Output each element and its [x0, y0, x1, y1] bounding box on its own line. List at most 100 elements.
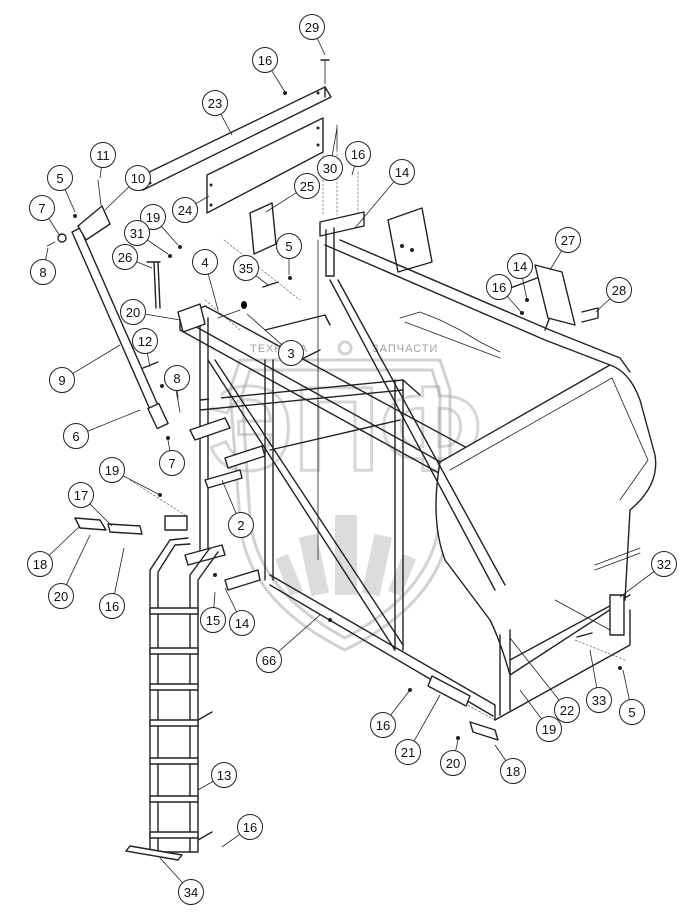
callout-circle — [389, 159, 415, 185]
callout-circle — [507, 253, 533, 279]
callout-number: 6 — [72, 429, 79, 444]
callout-leader-line — [331, 127, 338, 156]
u-bolt-28-part — [581, 307, 599, 323]
callout-number: 18 — [33, 557, 47, 572]
callout-circle — [99, 593, 125, 619]
callout-16: 16 — [345, 141, 371, 176]
callout-number: 27 — [561, 233, 575, 248]
callout-number: 7 — [168, 456, 175, 471]
frame-assembly-drawing — [46, 59, 657, 861]
callout-leader-line — [220, 113, 233, 136]
callout-leader-line — [207, 273, 219, 311]
callout-19: 19 — [140, 204, 179, 246]
callout-number: 24 — [178, 203, 192, 218]
callout-circle — [202, 90, 228, 116]
callout-17: 17 — [68, 482, 113, 527]
callout-circle — [200, 607, 226, 633]
callout-27: 27 — [549, 227, 581, 271]
callout-leader-line — [197, 780, 214, 791]
callout-leader-line — [221, 833, 241, 848]
callout-circle — [124, 220, 150, 246]
callout-leader-line — [265, 192, 297, 213]
callout-number: 5 — [628, 705, 635, 720]
callout-number: 12 — [138, 334, 152, 349]
bracket-27-part — [534, 264, 576, 326]
callout-number: 5 — [56, 171, 63, 186]
bracket-17-part — [107, 523, 143, 535]
callout-circle — [120, 299, 146, 325]
callout-circle — [229, 610, 255, 636]
callout-31: 31 — [124, 220, 169, 255]
callout-30: 30 — [317, 127, 343, 181]
callout-leader-line — [509, 637, 560, 701]
callout-66: 66 — [256, 614, 321, 673]
callout-26: 26 — [112, 244, 153, 270]
callout-leader-line — [351, 165, 355, 176]
callout-circle — [606, 277, 632, 303]
callout-leader-line — [161, 226, 179, 246]
callout-leader-line — [522, 278, 528, 301]
bracket-18-left-part — [74, 517, 107, 531]
callout-29: 29 — [299, 14, 326, 56]
callout-leader-line — [455, 739, 459, 751]
rod-26-part — [146, 261, 161, 309]
callout-28: 28 — [595, 277, 632, 313]
callout-8: 8 — [30, 247, 56, 285]
callout-7: 7 — [159, 439, 185, 476]
callout-circle — [99, 457, 125, 483]
callout-circle — [27, 551, 53, 577]
callout-leader-line — [104, 186, 130, 211]
callout-circle — [172, 197, 198, 223]
callout-2: 2 — [221, 479, 254, 538]
callout-circle — [228, 512, 254, 538]
box-frame-part — [73, 91, 657, 740]
callout-leader-line — [48, 218, 61, 237]
callout-circle — [237, 814, 263, 840]
callout-leader-line — [506, 296, 523, 314]
callout-11: 11 — [90, 142, 116, 179]
callout-leader-line — [99, 167, 102, 179]
callout-number: 8 — [173, 371, 180, 386]
callout-number: 34 — [184, 885, 198, 900]
callout-number: 2 — [237, 518, 244, 533]
callout-number: 10 — [131, 171, 145, 186]
callout-leader-line — [213, 591, 216, 608]
callout-number: 26 — [118, 250, 132, 265]
callout-34: 34 — [159, 857, 204, 905]
callout-leader-line — [390, 689, 411, 716]
callout-circle — [486, 274, 512, 300]
callout-number: 20 — [54, 589, 68, 604]
callout-circle — [47, 165, 73, 191]
callout-number: 18 — [506, 764, 520, 779]
watermark-brand-right: ЗАПЧАСТИ — [372, 343, 438, 355]
callout-number: 28 — [612, 283, 626, 298]
callout-number: 23 — [208, 96, 222, 111]
callout-4: 4 — [192, 249, 219, 311]
bracket-18-right-part — [469, 721, 499, 741]
callout-circle — [140, 204, 166, 230]
callout-leader-line — [64, 189, 76, 213]
callout-number: 3 — [287, 346, 294, 361]
callout-21: 21 — [395, 694, 441, 765]
callout-circle — [555, 227, 581, 253]
callout-number: 29 — [305, 20, 319, 35]
callout-leader-line — [255, 275, 269, 286]
callout-circle — [370, 712, 396, 738]
callout-number: 30 — [323, 161, 337, 176]
callout-number: 11 — [96, 148, 110, 163]
callout-leader-line — [66, 534, 91, 585]
callout-leader-line — [271, 70, 286, 93]
callout-8: 8 — [164, 365, 190, 401]
callout-18: 18 — [27, 525, 81, 577]
callout-6: 6 — [63, 409, 141, 449]
callout-14: 14 — [224, 587, 255, 636]
callout-20: 20 — [48, 534, 91, 609]
callout-leader-line — [89, 503, 113, 527]
callout-leader-line — [146, 353, 151, 368]
callout-circle — [299, 14, 325, 40]
callout-number: 66 — [262, 653, 276, 668]
callout-number: 14 — [235, 616, 249, 631]
callout-leader-line — [87, 409, 141, 432]
callout-leader-line — [45, 247, 49, 260]
callout-leader-line — [145, 313, 181, 321]
